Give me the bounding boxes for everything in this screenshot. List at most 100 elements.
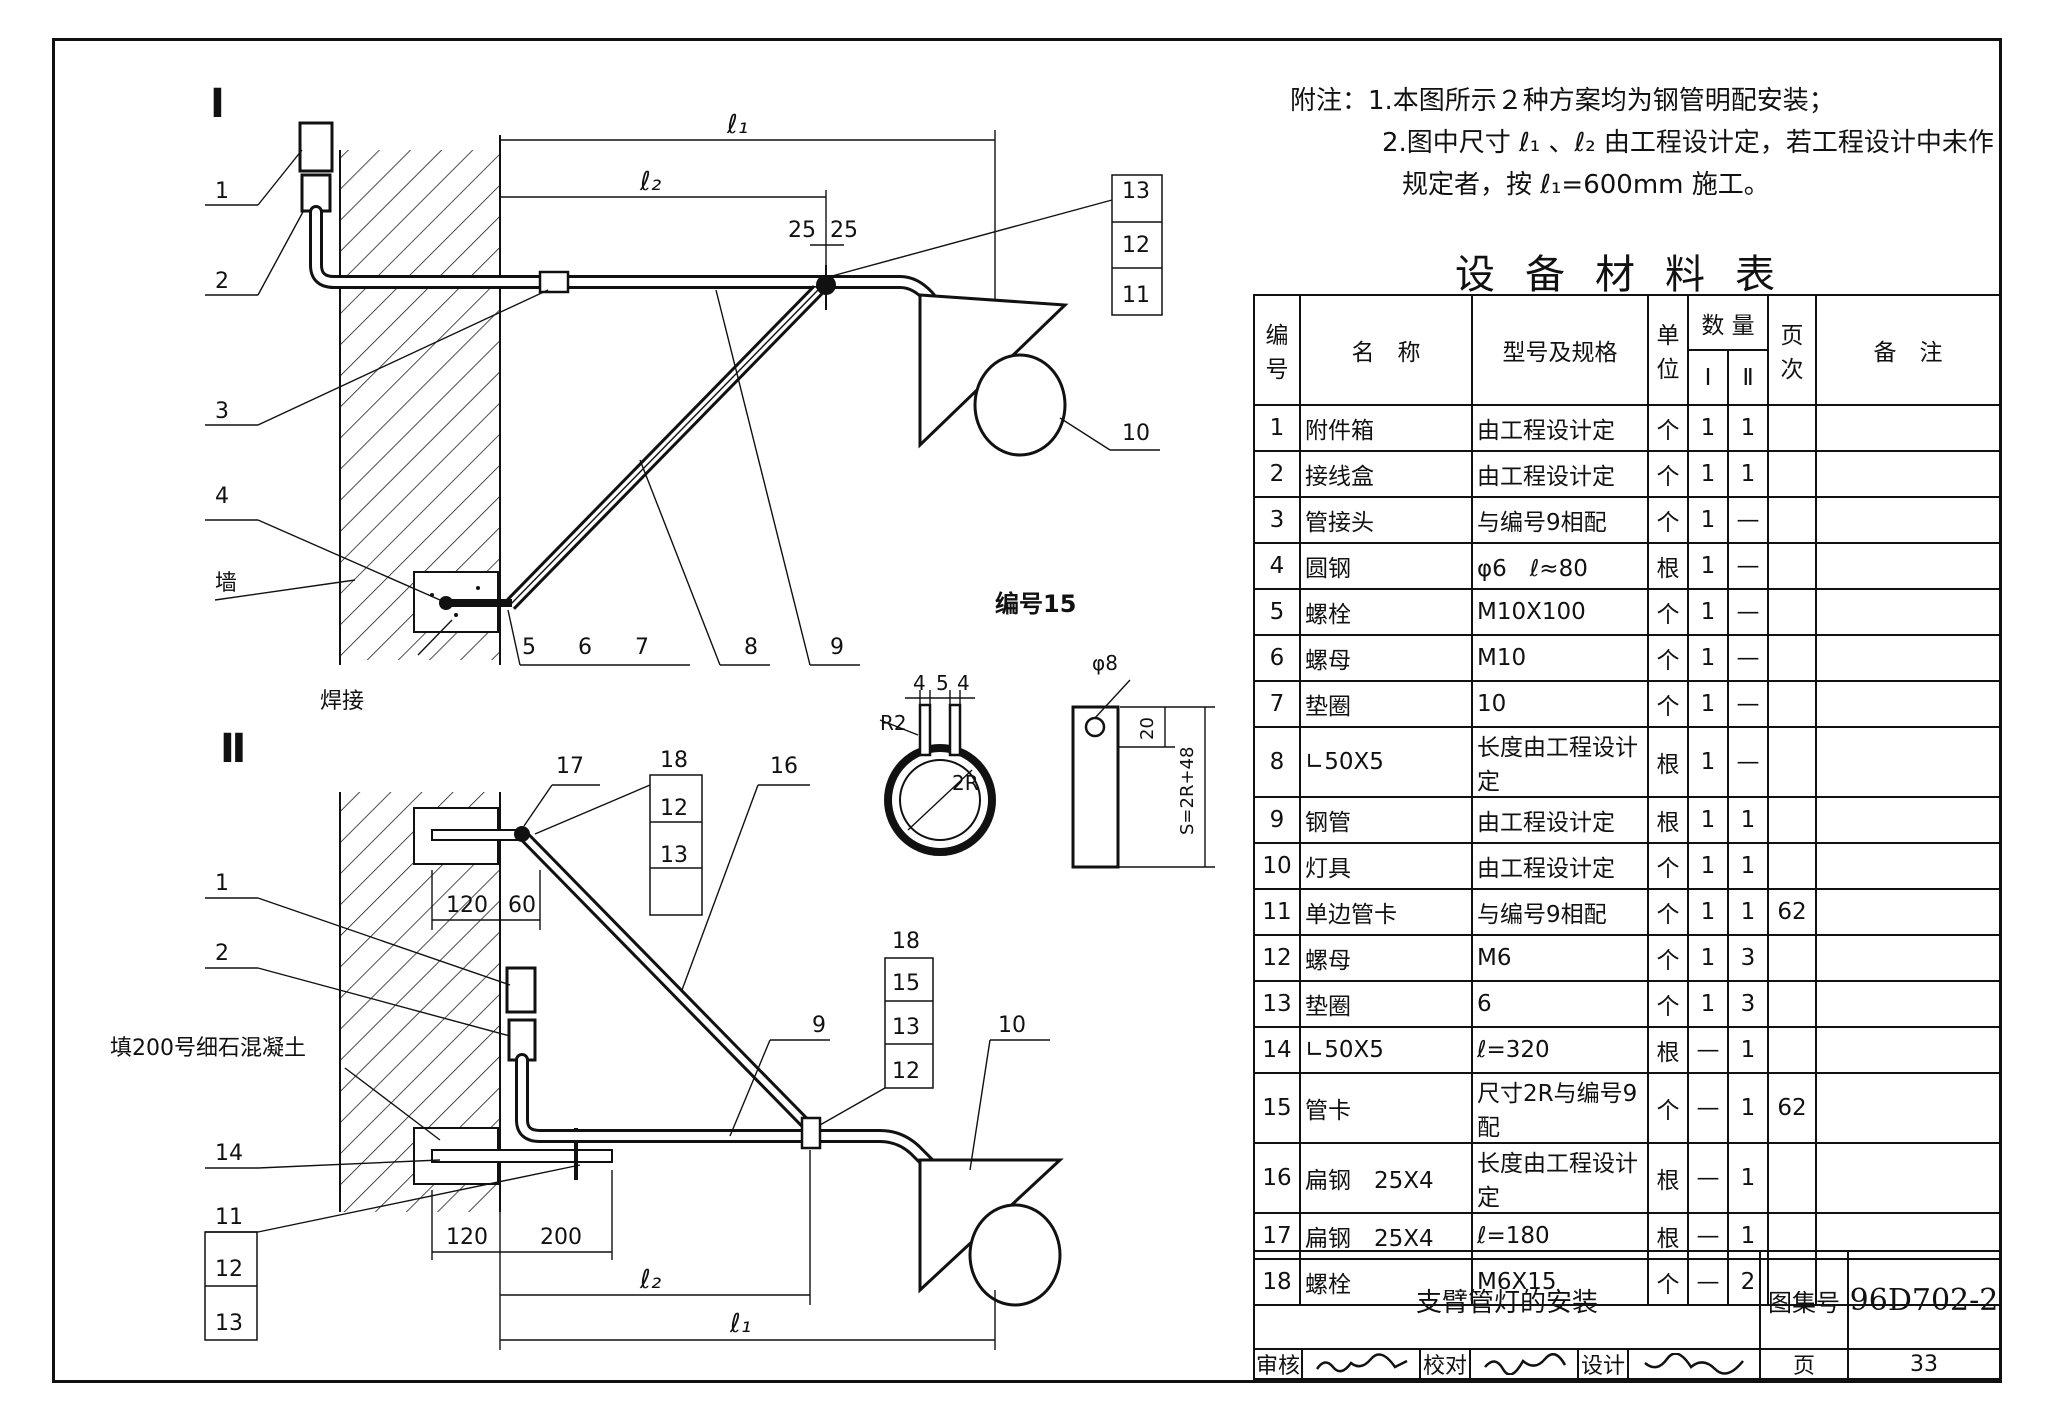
row-unit: 根 <box>1647 726 1689 798</box>
row-remark <box>1815 680 2001 728</box>
row-qty-ii: — <box>1727 496 1769 544</box>
row-page <box>1767 934 1817 982</box>
callout-9-i: 9 <box>830 635 844 660</box>
row-name: 单边管卡 <box>1299 888 1473 936</box>
header-unit: 单位 <box>1647 294 1689 406</box>
row-page <box>1767 1026 1817 1074</box>
row-name: 扁钢 25X4 <box>1299 1142 1473 1214</box>
callout-10-ii: 10 <box>998 1013 1026 1038</box>
row-qty-ii: 1 <box>1727 796 1769 844</box>
row-qty-i: 1 <box>1687 404 1729 452</box>
row-page <box>1767 1142 1817 1214</box>
row-remark <box>1815 1072 2001 1144</box>
row-spec: φ6 ℓ≈80 <box>1471 542 1649 590</box>
row-page <box>1767 842 1817 890</box>
row-no: 12 <box>1253 934 1301 982</box>
row-name: 螺母 <box>1299 634 1473 682</box>
clamp-dim-phi8: φ8 <box>1092 651 1118 675</box>
drawing-title: 支臂管灯的安装 <box>1253 1250 1761 1350</box>
row-page <box>1767 404 1817 452</box>
row-qty-ii: 1 <box>1727 450 1769 498</box>
row-remark <box>1815 980 2001 1028</box>
row-no: 14 <box>1253 1026 1301 1074</box>
row-spec: 与编号9相配 <box>1471 496 1649 544</box>
review-label: 审核 <box>1253 1348 1303 1380</box>
row-page <box>1767 980 1817 1028</box>
row-spec: M10X100 <box>1471 588 1649 636</box>
row-remark <box>1815 450 2001 498</box>
row-qty-i: — <box>1687 1142 1729 1214</box>
row-spec: 长度由工程设计定 <box>1471 1142 1649 1214</box>
atlas-label: 图集号 <box>1759 1250 1849 1350</box>
row-qty-ii: — <box>1727 726 1769 798</box>
row-unit: 个 <box>1647 588 1689 636</box>
part15-title: 编号15 <box>995 590 1076 618</box>
row-unit: 根 <box>1647 1026 1689 1074</box>
design-signature <box>1627 1348 1761 1380</box>
row-page <box>1767 796 1817 844</box>
clamp-dim-5: 5 <box>936 671 949 695</box>
row-name: 螺栓 <box>1299 588 1473 636</box>
row-no: 15 <box>1253 1072 1301 1144</box>
callout-9-ii: 9 <box>812 1013 826 1038</box>
row-no: 2 <box>1253 450 1301 498</box>
callout-11-ii: 11 <box>215 1205 243 1230</box>
fill-concrete-label: 填200号细石混凝土 <box>110 1036 306 1061</box>
row-no: 4 <box>1253 542 1301 590</box>
dim-l1-ii: ℓ₁ <box>729 1309 751 1339</box>
row-no: 1 <box>1253 404 1301 452</box>
row-name: 管接头 <box>1299 496 1473 544</box>
row-remark <box>1815 796 2001 844</box>
row-no: 10 <box>1253 842 1301 890</box>
row-remark <box>1815 634 2001 682</box>
view-i-label: Ⅰ <box>210 81 225 127</box>
row-unit: 根 <box>1647 1212 1689 1260</box>
row-page <box>1767 542 1817 590</box>
row-spec: M6 <box>1471 934 1649 982</box>
row-qty-i: — <box>1687 1026 1729 1074</box>
row-unit: 根 <box>1647 1142 1689 1214</box>
notes-block: 附注：1.本图所示２种方案均为钢管明配安装； 2.图中尺寸 ℓ₁ 、ℓ₂ 由工程… <box>1290 80 1994 206</box>
atlas-number: 96D702-2 <box>1847 1250 2001 1350</box>
row-name: ∟50X5 <box>1299 1026 1473 1074</box>
callout-4-i: 4 <box>215 484 229 509</box>
row-page: 62 <box>1767 1072 1817 1144</box>
row-remark <box>1815 1212 2001 1260</box>
callout-2-i: 2 <box>215 269 229 294</box>
row-remark <box>1815 588 2001 636</box>
header-spec: 型号及规格 <box>1471 294 1649 406</box>
row-no: 7 <box>1253 680 1301 728</box>
callout-13-ii-bottom: 13 <box>215 1311 243 1336</box>
row-name: 扁钢 25X4 <box>1299 1212 1473 1260</box>
row-name: 钢管 <box>1299 796 1473 844</box>
drawing-frame <box>52 38 2002 1383</box>
row-unit: 个 <box>1647 450 1689 498</box>
note-line-1: 附注：1.本图所示２种方案均为钢管明配安装； <box>1290 86 1835 116</box>
row-no: 5 <box>1253 588 1301 636</box>
row-unit: 个 <box>1647 634 1689 682</box>
row-qty-ii: — <box>1727 588 1769 636</box>
row-remark <box>1815 1258 2001 1306</box>
row-qty-ii: 1 <box>1727 1026 1769 1074</box>
row-qty-i: 1 <box>1687 588 1729 636</box>
row-qty-ii: 1 <box>1727 1072 1769 1144</box>
callout-10-i: 10 <box>1122 421 1150 446</box>
dim-l2-ii: ℓ₂ <box>639 1265 661 1295</box>
header-qty-ii: Ⅱ <box>1727 349 1769 406</box>
clamp-dim-s: S=2R+48 <box>1177 747 1198 835</box>
row-qty-i: 1 <box>1687 450 1729 498</box>
callout-12-ii-bottom: 12 <box>215 1257 243 1282</box>
row-no: 18 <box>1253 1258 1301 1306</box>
row-page <box>1767 450 1817 498</box>
header-name: 名 称 <box>1299 294 1473 406</box>
row-spec: ℓ=320 <box>1471 1026 1649 1074</box>
row-name: 附件箱 <box>1299 404 1473 452</box>
